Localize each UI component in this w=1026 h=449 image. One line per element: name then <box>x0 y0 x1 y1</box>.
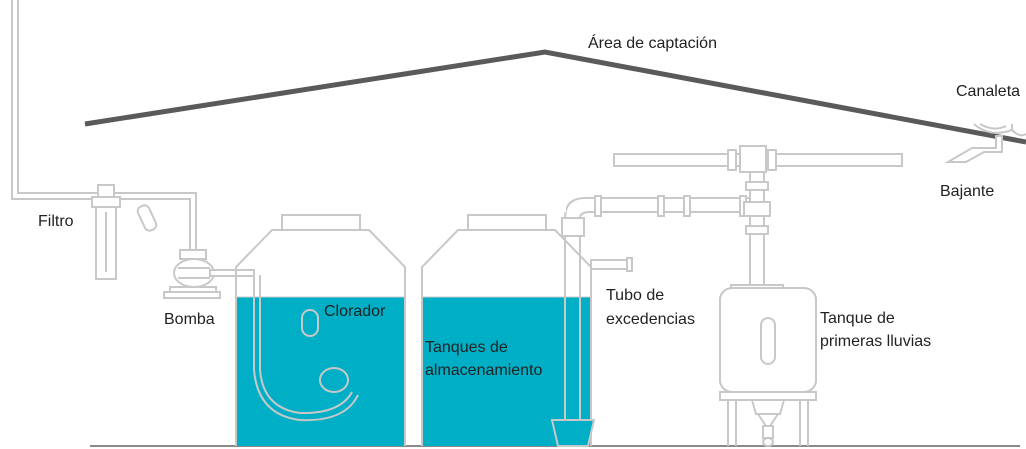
storage-tanks-label-line2: almacenamiento <box>425 362 543 379</box>
tank-right-lid <box>467 214 547 231</box>
top-pipe <box>613 145 903 173</box>
first-flush-tank-label-line2: primeras lluvias <box>820 333 931 350</box>
overflow-pipe-label-line1: Tubo de <box>606 287 664 304</box>
first-flush-gauge <box>760 317 776 365</box>
tank-left-water <box>236 297 405 446</box>
storage-tank-left <box>235 214 406 446</box>
overflow-pipe <box>590 257 633 272</box>
first-flush-pipe <box>743 171 771 289</box>
filter-label: Filtro <box>38 213 74 230</box>
filter <box>91 184 158 280</box>
float-icon <box>319 367 349 393</box>
downpipe <box>944 135 1003 163</box>
first-flush-tank-label-line1: Tanque de <box>820 310 895 327</box>
downpipe-label: Bajante <box>940 183 994 200</box>
first-flush-tank <box>719 284 817 447</box>
overflow-pipe-label-line2: excedencias <box>606 311 695 328</box>
catchment-roof <box>84 49 1026 145</box>
storage-tanks-label-line1: Tanques de <box>425 339 508 356</box>
suction-hose <box>253 275 359 422</box>
chlorinator-icon <box>301 309 319 337</box>
tank-left-lid <box>281 214 361 231</box>
pump-label: Bomba <box>164 311 215 328</box>
storage-tank-right <box>421 214 592 446</box>
catchment-area-label: Área de captación <box>588 33 717 52</box>
gutter <box>973 123 1026 137</box>
gutter-label: Canaleta <box>956 83 1020 100</box>
pump <box>163 249 255 299</box>
chlorinator-label: Clorador <box>324 303 386 320</box>
